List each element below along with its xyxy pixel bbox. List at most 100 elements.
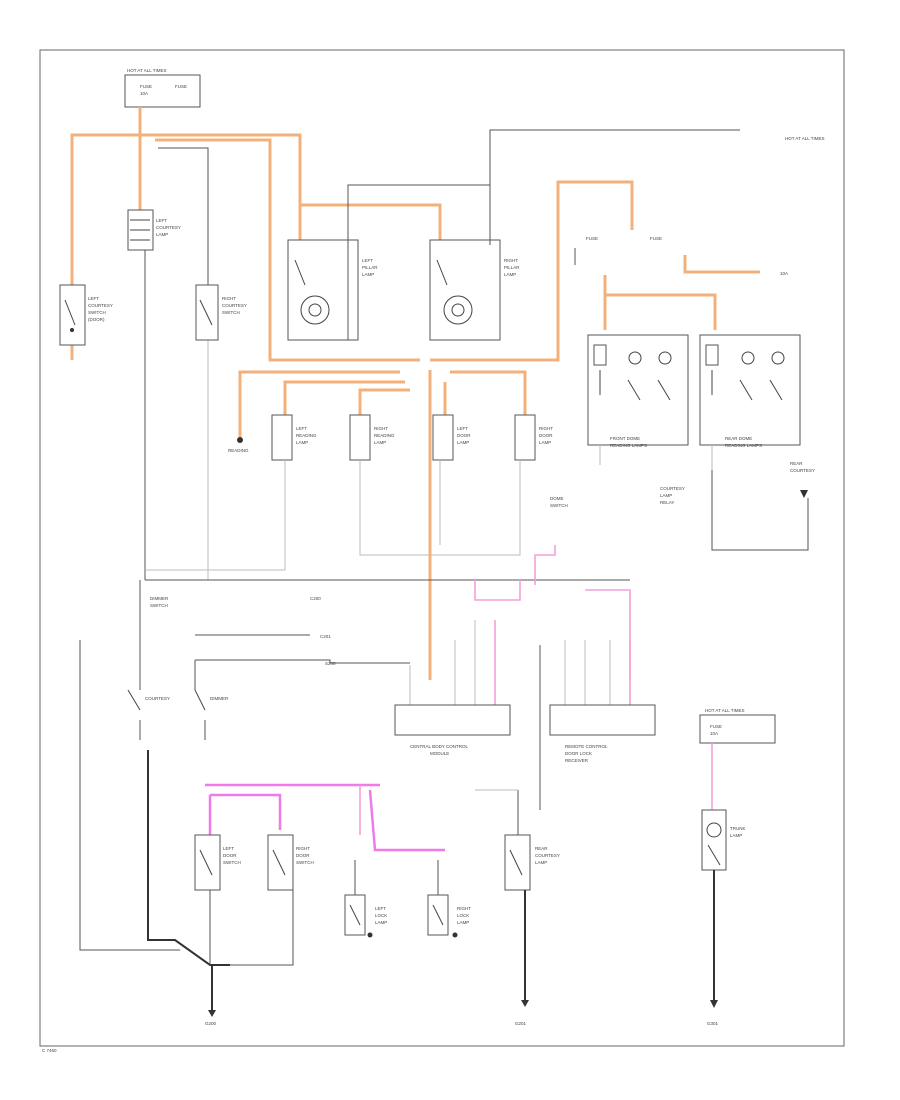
svg-text:SWITCH: SWITCH: [296, 860, 314, 865]
svg-text:SWITCH: SWITCH: [88, 310, 106, 315]
svg-text:C200: C200: [310, 596, 321, 601]
svg-text:LAMP: LAMP: [296, 440, 308, 445]
svg-text:LEFT: LEFT: [223, 846, 234, 851]
svg-text:LAMP: LAMP: [375, 920, 387, 925]
reading-lamps-row: READING LEFT READING LAMP RIGHT READING …: [228, 370, 553, 680]
svg-text:HOT AT ALL TIMES: HOT AT ALL TIMES: [705, 708, 745, 713]
svg-text:FUSE: FUSE: [650, 236, 662, 241]
left-courtesy-lamp: LEFT COURTESY LAMP: [127, 209, 181, 251]
main-fuse-box: HOT AT ALL TIMES FUSE 10A FUSE: [124, 68, 201, 108]
svg-text:COURTESY: COURTESY: [145, 696, 170, 701]
left-pillar-lamp: LEFT PILLAR LAMP: [287, 239, 378, 341]
rear-dome-lamps: REAR DOME READING LAMPS: [699, 334, 801, 448]
svg-text:10A: 10A: [780, 271, 788, 276]
svg-text:SWITCH: SWITCH: [150, 603, 168, 608]
svg-text:COURTESY: COURTESY: [660, 486, 685, 491]
svg-text:LEFT: LEFT: [362, 258, 373, 263]
right-module-labels: COURTESY LAMP RELAY DOME SWITCH REAR COU…: [550, 461, 815, 551]
svg-text:FUSE: FUSE: [586, 236, 598, 241]
svg-text:LEFT: LEFT: [88, 296, 99, 301]
svg-text:10A: 10A: [710, 731, 718, 736]
svg-text:FUSE: FUSE: [175, 84, 187, 89]
svg-text:TRUNK: TRUNK: [730, 826, 746, 831]
svg-text:G201: G201: [515, 1021, 527, 1026]
pink-wires-bottom: [205, 783, 445, 852]
svg-text:LAMP: LAMP: [374, 440, 386, 445]
gray-feeds-top: [144, 147, 209, 580]
left-courtesy-switch: LEFT COURTESY SWITCH (DOOR): [59, 284, 113, 346]
svg-text:LAMP: LAMP: [504, 272, 516, 277]
middle-bus: DIMMER SWITCH C200 C201 S200: [145, 545, 631, 810]
right-pillar-lamp: RIGHT PILLAR LAMP: [429, 239, 520, 341]
svg-text:LAMP: LAMP: [539, 440, 551, 445]
svg-text:LOCK: LOCK: [457, 913, 469, 918]
svg-text:READING LAMPS: READING LAMPS: [610, 443, 647, 448]
page-code: C 7460: [42, 1048, 57, 1053]
ground-g200: G200: [205, 965, 217, 1026]
svg-text:DIMMER: DIMMER: [150, 596, 169, 601]
svg-text:LEFT: LEFT: [457, 426, 468, 431]
svg-text:LEFT: LEFT: [296, 426, 307, 431]
svg-text:COURTESY: COURTESY: [156, 225, 181, 230]
svg-text:SWITCH: SWITCH: [222, 310, 240, 315]
svg-text:REAR: REAR: [790, 461, 803, 466]
svg-text:FRONT DOME: FRONT DOME: [610, 436, 640, 441]
svg-text:CENTRAL BODY CONTROL: CENTRAL BODY CONTROL: [410, 744, 469, 749]
svg-text:COURTESY: COURTESY: [790, 468, 815, 473]
ground-g201: G201: [515, 1000, 529, 1026]
svg-text:REAR DOME: REAR DOME: [725, 436, 752, 441]
right-fuse-labels: FUSE FUSE 10A: [586, 236, 788, 276]
svg-text:LAMP: LAMP: [156, 232, 168, 237]
svg-text:RIGHT: RIGHT: [504, 258, 518, 263]
svg-text:(DOOR): (DOOR): [88, 317, 105, 322]
svg-text:LEFT: LEFT: [156, 218, 167, 223]
svg-text:DOOR: DOOR: [223, 853, 237, 858]
courtesy-lamp-relay-block: REAR COURTESY LAMP: [475, 789, 560, 1000]
svg-text:RIGHT: RIGHT: [222, 296, 236, 301]
svg-text:PILLAR: PILLAR: [504, 265, 520, 270]
svg-text:LOCK: LOCK: [375, 913, 387, 918]
svg-text:LAMP: LAMP: [457, 440, 469, 445]
svg-text:DOME: DOME: [550, 496, 564, 501]
svg-text:HOT AT ALL TIMES: HOT AT ALL TIMES: [127, 68, 167, 73]
remote-control-receiver: REMOTE CONTROL DOOR LOCK RECEIVER: [549, 704, 656, 763]
svg-text:COURTESY: COURTESY: [535, 853, 560, 858]
left-door-switch: LEFT DOOR SWITCH: [194, 834, 241, 965]
trunk-lamp: TRUNK LAMP G301: [701, 743, 746, 1026]
svg-text:RIGHT: RIGHT: [374, 426, 388, 431]
svg-text:LAMP: LAMP: [535, 860, 547, 865]
svg-text:LAMP: LAMP: [730, 833, 742, 838]
left-lock-lamp: LEFT LOCK LAMP: [344, 860, 387, 938]
svg-text:SWITCH: SWITCH: [550, 503, 568, 508]
svg-text:DIMMER: DIMMER: [210, 696, 229, 701]
svg-text:FUSE: FUSE: [140, 84, 152, 89]
svg-text:S200: S200: [325, 661, 336, 666]
central-body-control-module: CENTRAL BODY CONTROL MODULE: [394, 704, 511, 756]
svg-text:10A: 10A: [140, 91, 148, 96]
svg-text:REMOTE CONTROL: REMOTE CONTROL: [565, 744, 608, 749]
svg-text:MODULE: MODULE: [430, 751, 449, 756]
svg-text:G200: G200: [205, 1021, 217, 1026]
svg-text:REAR: REAR: [535, 846, 548, 851]
svg-text:RIGHT: RIGHT: [457, 906, 471, 911]
orange-feed-right: [430, 180, 760, 362]
svg-text:LAMP: LAMP: [457, 920, 469, 925]
svg-text:LAMP: LAMP: [660, 493, 672, 498]
svg-text:DOOR: DOOR: [539, 433, 553, 438]
bottom-left-switches: COURTESY DIMMER: [79, 580, 230, 966]
orange-feed-top: [70, 107, 442, 362]
light-gray-bus: [145, 445, 713, 571]
svg-text:COURTESY: COURTESY: [88, 303, 113, 308]
svg-text:RELAY: RELAY: [660, 500, 674, 505]
trunk-fuse-box: HOT AT ALL TIMES FUSE 10A: [699, 708, 776, 744]
right-door-switch: RIGHT DOOR SWITCH: [230, 834, 314, 966]
connector-columns: [409, 620, 631, 705]
svg-text:PILLAR: PILLAR: [362, 265, 378, 270]
svg-text:SWITCH: SWITCH: [223, 860, 241, 865]
right-courtesy-switch: RIGHT COURTESY SWITCH: [195, 284, 247, 341]
svg-text:READING: READING: [228, 448, 249, 453]
svg-text:DOOR: DOOR: [296, 853, 310, 858]
svg-text:G301: G301: [707, 1021, 719, 1026]
svg-text:RIGHT: RIGHT: [296, 846, 310, 851]
